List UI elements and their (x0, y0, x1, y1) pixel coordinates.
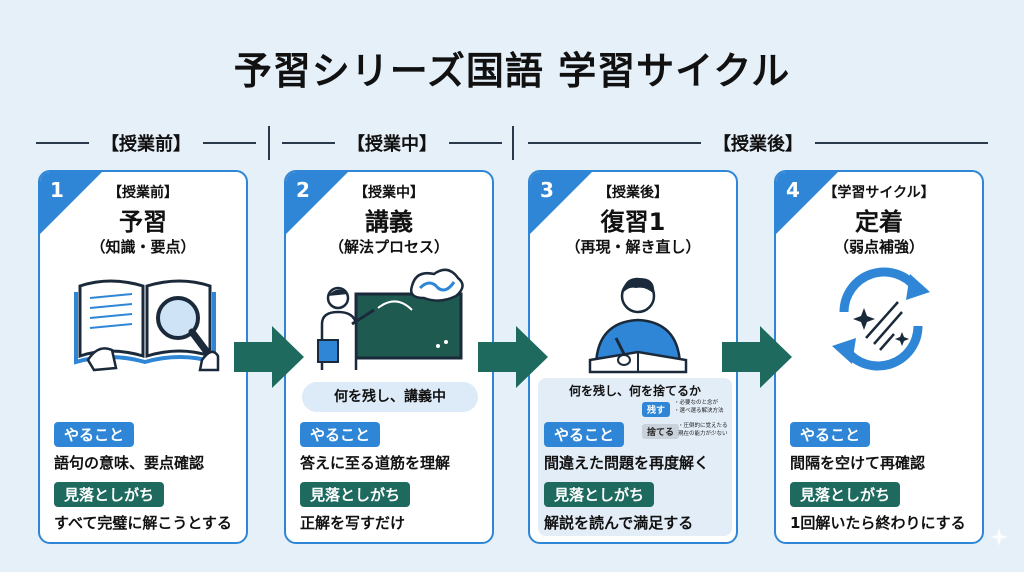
do-label: やること (54, 422, 135, 447)
card-title: 定着 (855, 208, 903, 236)
phase-divider (268, 126, 270, 160)
phase-header-after: 【授業後】 (528, 128, 988, 158)
do-label: やること (544, 422, 625, 447)
discard-note: ・圧倒的に覚えたる (678, 423, 728, 429)
card-number: 2 (296, 178, 310, 202)
card-phase: 【学習サイクル】 (823, 185, 935, 201)
student-writing-icon (588, 277, 688, 374)
phase-label: 【授業中】 (347, 134, 437, 155)
card-number-corner (40, 172, 102, 234)
keep-discard-panel: 何を残し、何を捨てるか 残す ・必要なのと念が ・選べ選る解決方法 捨てる ・圧… (538, 378, 732, 536)
card-number-corner (530, 172, 592, 234)
card-title: 予習 (119, 208, 167, 236)
card-fukushu: 3 【授業後】 復習1 （再現・解き直し） 何を残し、何を捨てるか 残す ・必要… (528, 170, 738, 544)
miss-label: 見落としがち (790, 482, 901, 507)
card-title: 講義 (365, 208, 413, 236)
miss-label: 見落としがち (544, 482, 655, 507)
do-text: 間違えた問題を再度解く (544, 454, 710, 472)
phase-label: 【授業前】 (101, 134, 191, 155)
card-subtitle: （再現・解き直し） (565, 238, 701, 256)
flow-arrow-icon (478, 326, 548, 388)
do-text: 間隔を空けて再確認 (790, 454, 926, 472)
teacher-blackboard-icon (317, 268, 464, 370)
card-number: 1 (50, 178, 64, 202)
card-yoshu: 1 【授業前】 予習 （知識・要点） やること 語句の意味、要点確認 見落としが… (38, 170, 248, 544)
card-title: 復習1 (600, 208, 666, 236)
card-phase: 【授業中】 (354, 185, 424, 201)
phase-header-before: 【授業前】 (36, 128, 256, 158)
speech-bubble: 何を残し、講義中 (302, 382, 478, 412)
phase-label: 【授業後】 (713, 134, 803, 155)
do-text: 語句の意味、要点確認 (54, 454, 205, 472)
phase-header-during: 【授業中】 (282, 128, 502, 158)
discard-tag: 捨てる (642, 424, 680, 439)
page-title: 予習シリーズ国語 学習サイクル (233, 49, 791, 93)
card-kogi: 2 【授業中】 講義 （解法プロセス） 何を残し、講義中 やること 答えに至る道… (284, 170, 494, 544)
card-phase: 【授業後】 (598, 185, 668, 201)
miss-label: 見落としがち (54, 482, 165, 507)
card-subtitle: （弱点補強） (833, 238, 924, 256)
card-number: 3 (540, 178, 554, 202)
do-text: 答えに至る道筋を理解 (300, 454, 451, 472)
miss-text: 解説を読んで満足する (544, 514, 694, 532)
panel-title: 何を残し、何を捨てるか (568, 384, 701, 398)
card-phase: 【授業前】 (108, 185, 178, 201)
discard-note: 現在の能力が少ない (678, 431, 728, 437)
cycle-arrows-icon (832, 267, 930, 371)
keep-note: ・必要なのと念が (674, 400, 719, 406)
do-label: やること (790, 422, 871, 447)
do-label: やること (300, 422, 381, 447)
card-teichaku: 4 【学習サイクル】 定着 （弱点補強） やること 間隔を空けて再確認 見落とし… (774, 170, 984, 544)
miss-text: すべて完璧に解こうとする (54, 514, 232, 532)
keep-tag: 残す (642, 402, 671, 417)
miss-text: 正解を写すだけ (300, 514, 406, 532)
flow-arrow-icon (722, 326, 792, 388)
miss-label: 見落としがち (300, 482, 411, 507)
card-subtitle: （解法プロセス） (328, 238, 449, 256)
card-number: 4 (786, 178, 800, 202)
card-subtitle: （知識・要点） (90, 238, 196, 256)
sparkle-icon (990, 528, 1008, 546)
flow-arrow-icon (234, 326, 304, 388)
open-book-magnifier-icon (74, 279, 220, 372)
miss-text: 1回解いたら終わりにする (790, 514, 966, 532)
keep-note: ・選べ選る解決方法 (674, 408, 724, 414)
card-number-corner (776, 172, 838, 234)
phase-divider (512, 126, 514, 160)
card-number-corner (286, 172, 348, 234)
